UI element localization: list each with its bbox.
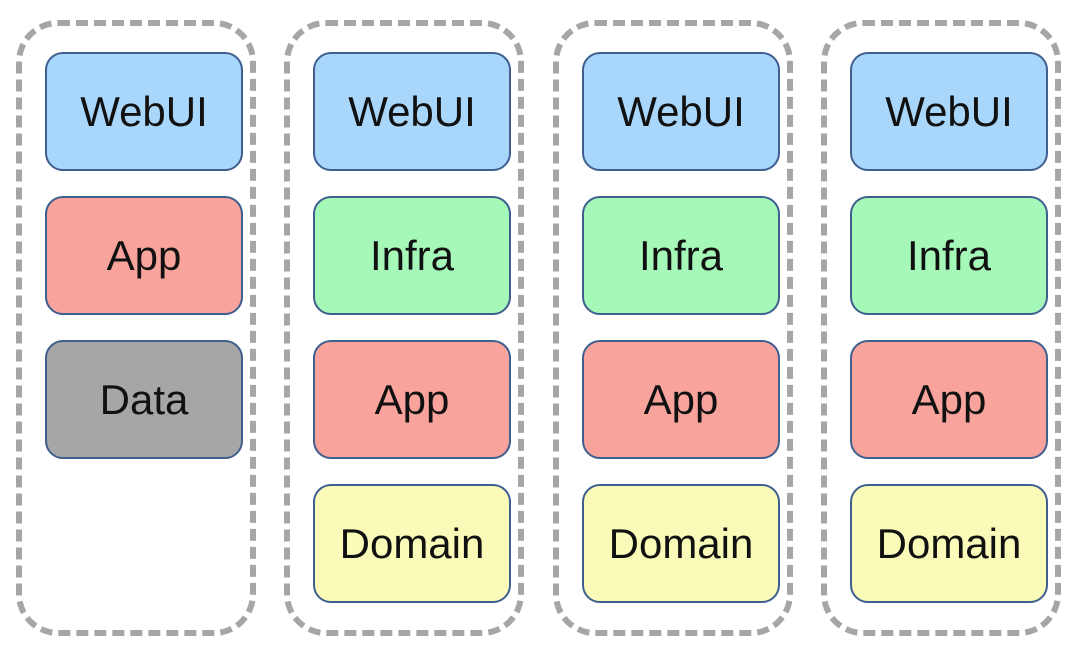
layer-label: App: [911, 375, 987, 423]
stack-container-4: WebUI Infra App Domain: [821, 20, 1061, 636]
layer-label: App: [106, 231, 182, 279]
layer-label: WebUI: [617, 87, 745, 135]
layer-domain: Domain: [313, 484, 511, 603]
layer-label: WebUI: [885, 87, 1013, 135]
layer-app: App: [45, 196, 243, 315]
layer-label: Data: [99, 375, 189, 423]
layer-webui: WebUI: [850, 52, 1048, 171]
stack-container-1: WebUI App Data: [16, 20, 256, 636]
layer-infra: Infra: [582, 196, 780, 315]
layer-webui: WebUI: [313, 52, 511, 171]
layer-app: App: [313, 340, 511, 459]
layer-label: App: [643, 375, 719, 423]
layer-label: Domain: [608, 519, 754, 567]
layer-label: App: [374, 375, 450, 423]
layer-infra: Infra: [850, 196, 1048, 315]
layer-label: Infra: [638, 231, 724, 279]
layer-label: Domain: [339, 519, 485, 567]
layer-label: Infra: [906, 231, 992, 279]
layer-label: WebUI: [348, 87, 476, 135]
layer-domain: Domain: [850, 484, 1048, 603]
layer-domain: Domain: [582, 484, 780, 603]
layer-label: Infra: [369, 231, 455, 279]
layer-app: App: [850, 340, 1048, 459]
layer-app: App: [582, 340, 780, 459]
layer-webui: WebUI: [582, 52, 780, 171]
layer-infra: Infra: [313, 196, 511, 315]
stack-container-2: WebUI Infra App Domain: [284, 20, 524, 636]
layer-label: WebUI: [80, 87, 208, 135]
layer-data: Data: [45, 340, 243, 459]
layer-label: Domain: [876, 519, 1022, 567]
stack-container-3: WebUI Infra App Domain: [553, 20, 793, 636]
layer-webui: WebUI: [45, 52, 243, 171]
